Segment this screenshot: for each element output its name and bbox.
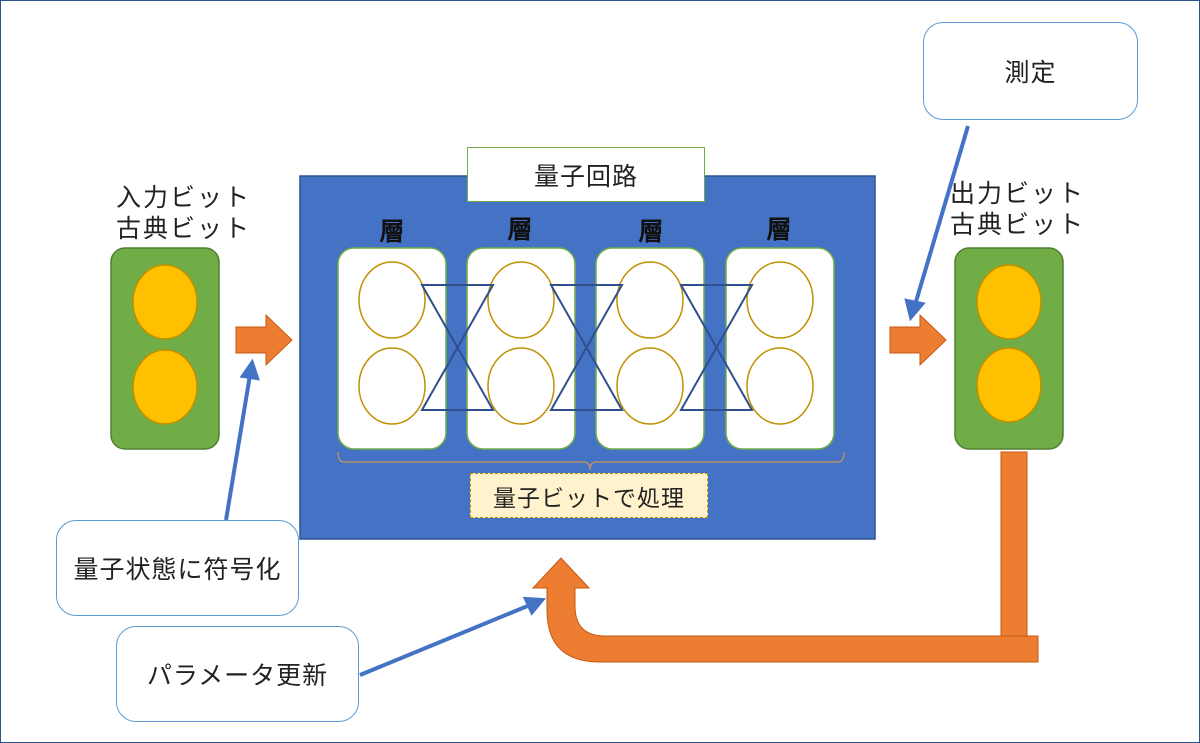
entanglement-gates <box>420 284 754 411</box>
qubit-3-2 <box>616 347 684 425</box>
input-bit-2 <box>132 349 198 425</box>
entangle-gate-2 <box>549 284 624 411</box>
input-bit-1 <box>132 264 198 340</box>
entangle-gate-1 <box>420 284 495 411</box>
encode-callout: 量子状態に符号化 <box>56 520 299 616</box>
output-bit-1 <box>976 264 1042 340</box>
input-arrow <box>235 313 293 367</box>
output-bit-2 <box>976 347 1042 423</box>
layer-card-2 <box>466 247 576 450</box>
qubit-3-1 <box>616 261 684 339</box>
qubit-2-2 <box>487 347 555 425</box>
output-label-line-2: 古典ビット <box>950 210 1086 239</box>
layer-label-2: 層 <box>507 215 533 244</box>
layer-label-4: 層 <box>766 215 792 244</box>
pointer-lines <box>224 125 970 677</box>
layers-bracket <box>337 451 845 471</box>
feedback-arrow <box>531 451 1039 663</box>
layer-card-1 <box>337 247 447 450</box>
process-label: 量子ビットで処理 <box>470 473 708 518</box>
layer-label-1: 層 <box>379 217 405 246</box>
input-register-label: 入力ビット 古典ビット <box>116 182 251 244</box>
measure-pointer <box>913 125 970 306</box>
layer-label-3: 層 <box>638 217 664 246</box>
input-label-line-2: 古典ビット <box>116 214 252 243</box>
update-callout: パラメータ更新 <box>116 626 359 722</box>
qubit-4-1 <box>746 261 814 339</box>
qubit-1-1 <box>358 261 426 339</box>
layer-card-3 <box>595 247 705 450</box>
output-label-line-1: 出力ビット <box>950 179 1086 208</box>
circuit-title: 量子回路 <box>467 147 705 202</box>
encode-pointer <box>224 374 252 521</box>
output-arrow <box>889 313 947 367</box>
qubit-1-2 <box>358 347 426 425</box>
output-register-label: 出力ビット 古典ビット <box>950 178 1085 240</box>
layer-card-4 <box>725 247 835 450</box>
qubit-4-2 <box>746 347 814 425</box>
entangle-gate-3 <box>679 284 754 411</box>
qubit-2-1 <box>487 261 555 339</box>
update-pointer <box>359 603 531 677</box>
measure-callout: 測定 <box>923 22 1138 120</box>
input-label-line-1: 入力ビット <box>116 183 252 212</box>
